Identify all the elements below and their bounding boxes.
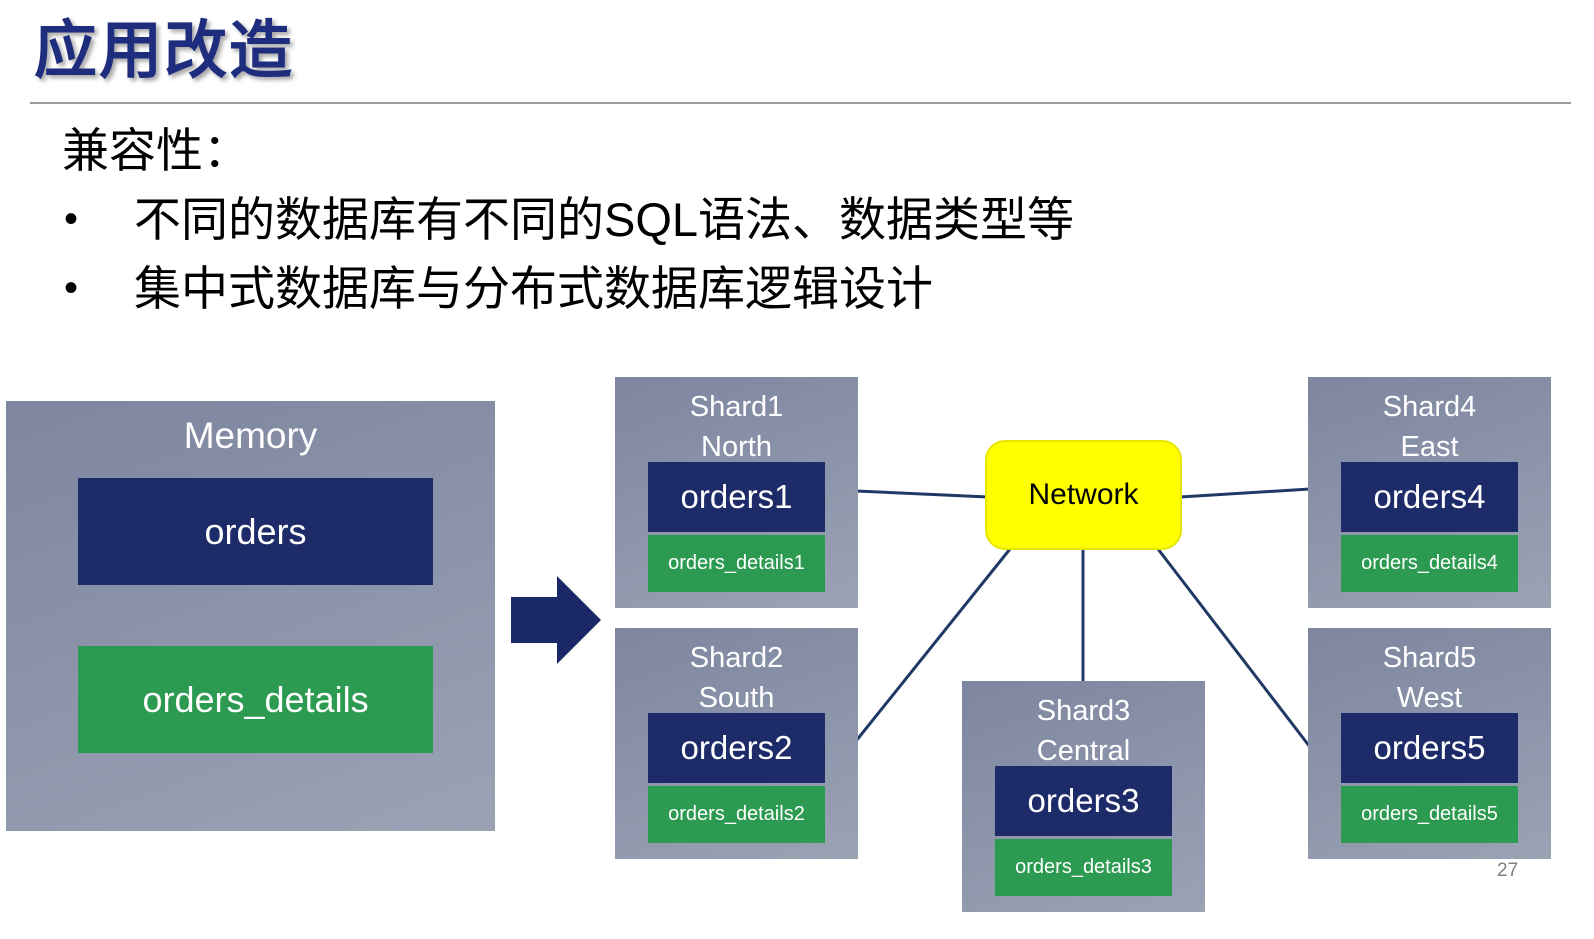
shard1-details-table: orders_details1 [648,535,825,592]
shard3-box: Shard3 Central orders3 orders_details3 [962,681,1205,912]
shard-region: East [1400,431,1459,463]
shard-name: Shard3 [1036,695,1131,727]
compatibility-heading: 兼容性： [62,124,250,177]
memory-label: Memory [183,415,318,456]
bullet-text: 不同的数据库有不同的SQL语法、数据类型等 [134,193,1075,246]
shard-region: South [698,682,775,714]
shard-name: Shard1 [689,391,784,423]
shard4-orders-table: orders4 [1341,462,1518,532]
shard-region: North [701,431,772,463]
shard3-title: Shard3 Central [962,681,1205,771]
bullet-item: • 不同的数据库有不同的SQL语法、数据类型等 [62,185,1074,254]
shard5-details-table: orders_details5 [1341,786,1518,843]
shard-region: West [1396,682,1463,714]
shard-name: Shard4 [1382,391,1477,423]
shard1-orders-table: orders1 [648,462,825,532]
shard2-box: Shard2 South orders2 orders_details2 [615,628,858,859]
network-node: Network [985,440,1182,550]
bullet-icon: • [64,266,79,310]
bullet-item: • 集中式数据库与分布式数据库逻辑设计 [62,254,1074,323]
shard4-details-table: orders_details4 [1341,535,1518,592]
memory-box: Memory orders orders_details [6,401,495,831]
shard-name: Shard5 [1382,642,1477,674]
shard-name: Shard2 [689,642,784,674]
orders-table: orders [78,478,433,585]
shard1-title: Shard1 North [615,377,858,467]
shard2-orders-table: orders2 [648,713,825,783]
shard1-box: Shard1 North orders1 orders_details1 [615,377,858,608]
bullet-text: 集中式数据库与分布式数据库逻辑设计 [134,262,933,315]
shard5-box: Shard5 West orders5 orders_details5 [1308,628,1551,859]
orders-details-table: orders_details [78,646,433,753]
slide-title: 应用改造 [34,16,294,86]
shard5-orders-table: orders5 [1341,713,1518,783]
shard5-title: Shard5 West [1308,628,1551,718]
title-divider [30,102,1571,104]
shard3-orders-table: orders3 [995,766,1172,836]
bullet-icon: • [64,197,79,241]
shard2-details-table: orders_details2 [648,786,825,843]
page-number: 27 [1497,860,1519,881]
shard-region: Central [1036,735,1131,767]
shard4-title: Shard4 East [1308,377,1551,467]
shard2-title: Shard2 South [615,628,858,718]
shard4-box: Shard4 East orders4 orders_details4 [1308,377,1551,608]
body-text-block: 兼容性： • 不同的数据库有不同的SQL语法、数据类型等 • 集中式数据库与分布… [62,116,1074,323]
shard3-details-table: orders_details3 [995,839,1172,896]
